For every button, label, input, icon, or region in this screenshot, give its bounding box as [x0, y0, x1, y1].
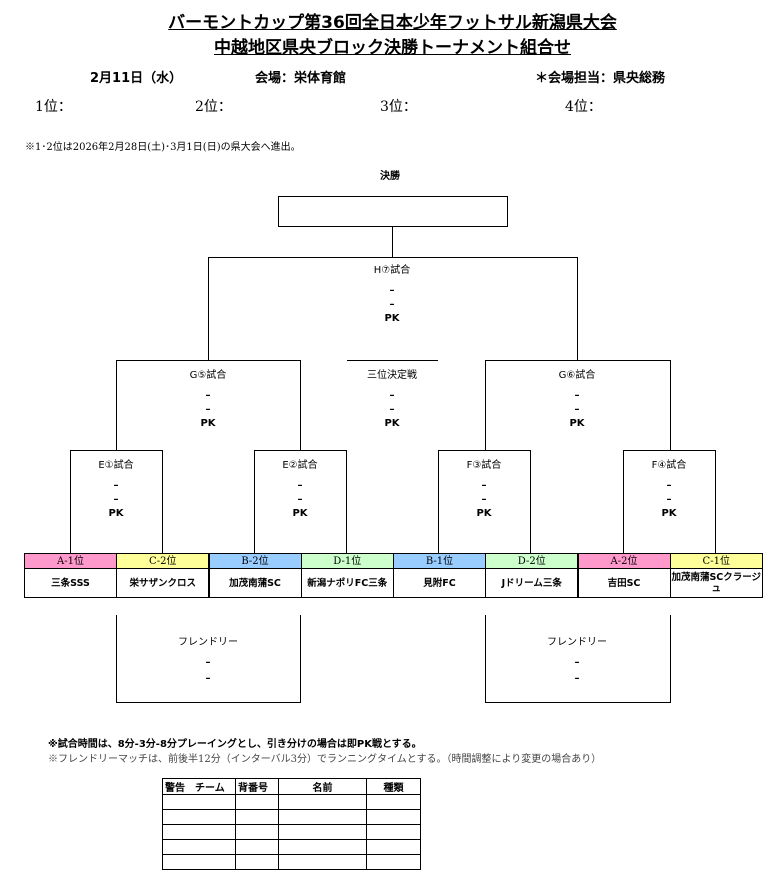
team-cell: 栄サザンクロス	[116, 568, 210, 598]
rank-4: 4位：	[565, 99, 602, 115]
seed-cell: B-1位	[393, 553, 486, 569]
match-f4: F④試合––PK	[651, 460, 687, 519]
rank-3: 3位：	[380, 99, 417, 115]
seed-cell: C-1位	[669, 553, 763, 569]
match-g6: G⑥試合––PK	[558, 370, 596, 429]
team-cell: 新潟ナポリFC三条	[300, 568, 394, 598]
seed-cell: A-1位	[24, 553, 117, 569]
seed-cell: D-1位	[300, 553, 394, 569]
advance-note: ※1･2位は2026年2月28日(土)･3月1日(日)の県大会へ進出。	[25, 142, 301, 153]
header-number: 背番号	[235, 778, 279, 795]
match-g5: G⑤試合––PK	[189, 370, 227, 429]
rank-2: 2位：	[195, 99, 232, 115]
match-h7: H⑦試合––PK	[373, 265, 411, 324]
match-time-note: ※試合時間は、8分-3分-8分プレーイングとし、引き分けの場合は即PK戦とする。	[48, 739, 422, 750]
caution-table: 警告 チーム背番号名前種類	[162, 778, 421, 870]
title-line-2: 中越地区県央ブロック決勝トーナメント組合せ	[214, 38, 571, 58]
seed-cell: C-2位	[116, 553, 210, 569]
final-label: 決勝	[380, 171, 400, 182]
match-third-place: 三位決定戦––PK	[367, 370, 417, 429]
header-team: 警告 チーム	[162, 778, 236, 795]
seed-cell: B-2位	[208, 553, 302, 569]
match-f3: F③試合––PK	[466, 460, 502, 519]
seed-cell: D-2位	[485, 553, 579, 569]
title-line-1: バーモントカップ第36回全日本少年フットサル新潟県大会	[168, 13, 617, 33]
venue-manager: ＊会場担当：県央総務	[535, 71, 666, 86]
friendly-match-2: フレンドリー––	[547, 637, 607, 684]
header-name: 名前	[278, 778, 367, 795]
team-cell: 三条SSS	[24, 568, 117, 598]
seed-cell: A-2位	[577, 553, 671, 569]
date: 2月11日（水）	[90, 71, 183, 86]
venue: 会場：栄体育館	[255, 71, 347, 86]
header-type: 種類	[366, 778, 421, 795]
champion-box	[278, 196, 508, 227]
rank-1: 1位：	[35, 99, 72, 115]
friendly-note: ※フレンドリーマッチは、前後半12分（インターバル3分）でランニングタイムとする…	[48, 754, 602, 765]
team-cell: Jドリーム三条	[485, 568, 579, 598]
match-e1: E①試合––PK	[98, 460, 134, 519]
team-cell: 加茂南蒲SCクラージュ	[669, 568, 763, 598]
friendly-match-1: フレンドリー––	[178, 637, 238, 684]
team-cell: 加茂南蒲SC	[208, 568, 302, 598]
team-cell: 吉田SC	[577, 568, 671, 598]
match-e2: E②試合––PK	[282, 460, 318, 519]
team-cell: 見附FC	[393, 568, 486, 598]
